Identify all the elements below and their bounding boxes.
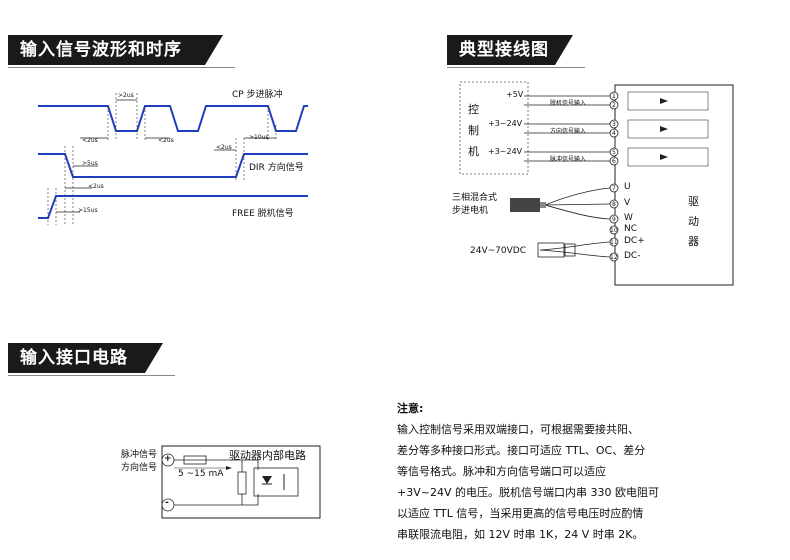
notes-block: 注意: 输入控制信号采用双端接口，可根据需要接共阳、 差分等多种接口形式。接口可…	[397, 398, 679, 545]
timing-gt5us: >5us	[82, 160, 98, 167]
current-label: 5 ~15 mA	[178, 469, 224, 479]
terminal-w: W	[624, 213, 633, 223]
v24-label-b: +3~24V	[488, 147, 523, 156]
free-waveform	[38, 195, 308, 219]
timing-lt2us-d: <2us	[88, 183, 104, 190]
notes-line: 以适应 TTL 信号，当采用更高的信号电压时应酌情	[397, 507, 644, 520]
pin-2: 2	[612, 102, 616, 109]
pin-7: 7	[612, 185, 616, 192]
notes-line: 差分等多种接口形式。接口可适应 TTL、OC、差分	[397, 444, 646, 457]
controller-char-3: 机	[468, 145, 479, 158]
interface-title-text: 输入接口电路	[20, 348, 128, 368]
timing-lt2us-a: <2us	[82, 137, 98, 144]
internal-circuit-label: 驱动器内部电路	[229, 449, 306, 462]
waveform-section-title: 输入信号波形和时序	[8, 35, 235, 68]
dir-waveform	[38, 153, 308, 178]
v5-label: +5V	[506, 90, 524, 99]
free-label: FREE 脱机信号	[232, 209, 294, 219]
driver-char-3: 器	[688, 235, 699, 248]
waveform-title-text: 输入信号波形和时序	[20, 40, 182, 60]
terminal-dcplus: DC+	[624, 236, 645, 246]
motor-label-1: 三相混合式	[452, 193, 498, 203]
interface-section-title: 输入接口电路	[8, 343, 175, 376]
pin-10: 10	[610, 227, 618, 234]
pin-9: 9	[612, 216, 616, 223]
v24-label-a: +3~24V	[488, 119, 523, 128]
timing-gt15us: >15us	[78, 207, 98, 214]
pin-4: 4	[612, 130, 616, 137]
motor-label-2: 步进电机	[452, 206, 489, 216]
power-label: 24V~70VDC	[470, 246, 526, 256]
driver-char-2: 动	[688, 215, 699, 228]
timing-gt2us-a: >2us	[118, 92, 134, 99]
interface-minus: -	[165, 498, 169, 508]
notes-line: 等信号格式。脉冲和方向信号端口可以适应	[397, 465, 606, 478]
sig-dir-label: 方向信号输入	[550, 128, 587, 135]
input-label-pulse: 脉冲信号	[121, 450, 158, 460]
notes-line: 串联限流电阻，如 12V 时串 1K，24 V 时串 2K。	[397, 528, 644, 541]
terminal-nc: NC	[624, 224, 638, 234]
pin-8: 8	[612, 201, 616, 208]
interface-plus: +	[164, 454, 172, 464]
sig-free-label: 脱机信号输入	[550, 100, 587, 107]
notes-line: 输入控制信号采用双端接口，可根据需要接共阳、	[397, 423, 639, 436]
pin-6: 6	[612, 158, 616, 165]
wiring-section-title: 典型接线图	[447, 35, 585, 68]
sig-pulse-label: 脉冲信号输入	[550, 156, 587, 163]
wiring-title-text: 典型接线图	[459, 40, 549, 60]
terminal-dcminus: DC-	[624, 251, 641, 261]
notes-title: 注意:	[397, 402, 424, 415]
power-supply-icon	[537, 242, 565, 258]
terminal-v: V	[624, 198, 631, 208]
pin-3: 3	[612, 121, 616, 128]
cp-waveform	[38, 105, 308, 132]
driver-char-1: 驱	[688, 195, 699, 208]
notes-line: +3V~24V 的电压。脱机信号端口内串 330 欧电阻可	[397, 486, 659, 499]
pin-1: 1	[612, 93, 616, 100]
timing-lt2us-b: <2us	[158, 137, 174, 144]
terminal-u: U	[624, 182, 631, 192]
pin-12: 12	[610, 254, 618, 261]
timing-gt10us: >10us	[249, 134, 269, 141]
controller-char-2: 制	[468, 124, 479, 137]
pin-5: 5	[612, 149, 616, 156]
controller-char-1: 控	[468, 103, 479, 116]
input-label-dir: 方向信号	[121, 463, 158, 473]
timing-lt2us-c: <2us	[216, 144, 232, 151]
pin-11: 11	[610, 239, 618, 246]
dir-label: DIR 方向信号	[249, 163, 304, 173]
motor-icon	[510, 198, 540, 212]
cp-label: CP 步进脉冲	[232, 90, 283, 100]
